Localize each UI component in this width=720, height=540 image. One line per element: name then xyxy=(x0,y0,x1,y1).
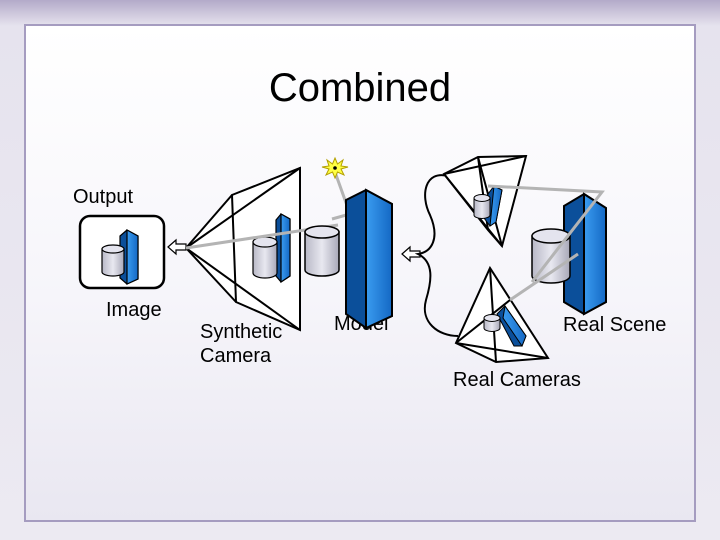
arrow-to-image xyxy=(167,238,187,256)
real-camera-top xyxy=(442,154,528,249)
synthetic-block xyxy=(275,212,291,284)
label-image: Image xyxy=(106,299,162,321)
synthetic-cylinder xyxy=(252,236,278,279)
output-image xyxy=(78,214,166,290)
label-output: Output xyxy=(73,186,134,208)
model-block xyxy=(345,188,393,330)
light-icon xyxy=(321,156,349,180)
real-camera-bottom xyxy=(454,265,550,364)
real-ray-top xyxy=(487,184,605,283)
label-synthetic: Synthetic xyxy=(200,321,283,343)
slide-title: Combined xyxy=(268,66,452,110)
model-cylinder xyxy=(304,225,340,277)
label-camera: Camera xyxy=(200,345,272,367)
synthetic-camera xyxy=(185,166,301,332)
output-cylinder xyxy=(101,244,125,277)
real-ray-bottom xyxy=(509,252,579,302)
label-real-scene: Real Scene xyxy=(563,314,667,336)
real-bottom-block xyxy=(496,304,527,348)
real-top-cylinder xyxy=(473,194,491,219)
real-bottom-cylinder xyxy=(483,314,501,332)
real-cameras-connector xyxy=(414,174,459,337)
label-real-cameras: Real Cameras xyxy=(453,369,581,391)
real-scene-block xyxy=(563,192,607,316)
label-synthetic-camera: Synthetic Camera xyxy=(200,320,282,368)
